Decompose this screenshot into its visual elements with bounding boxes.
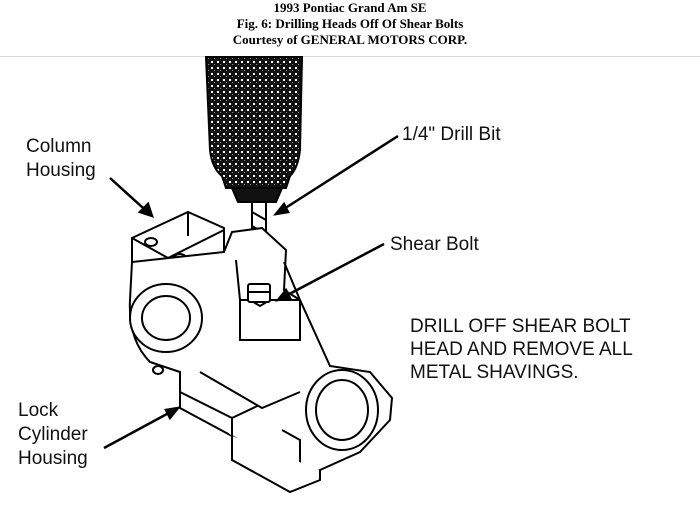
drill-chuck — [204, 56, 304, 203]
drill-bit-label: 1/4" Drill Bit — [402, 124, 501, 145]
leader-arrows — [103, 134, 399, 450]
lock-cylinder-label-line3: Housing — [18, 448, 88, 469]
instruction-line-1: DRILL OFF SHEAR BOLT — [410, 316, 631, 337]
figure-caption: Fig. 6: Drilling Heads Off Of Shear Bolt… — [236, 16, 464, 31]
figure-header: 1993 Pontiac Grand Am SE Fig. 6: Drillin… — [0, 0, 700, 48]
column-housing-label-line2: Housing — [26, 160, 96, 181]
instruction-line-3: METAL SHAVINGS. — [410, 362, 579, 383]
shear-bolt — [247, 283, 271, 303]
vehicle-title: 1993 Pontiac Grand Am SE — [273, 0, 427, 15]
lock-cylinder-label-line2: Cylinder — [18, 424, 88, 445]
instruction-line-2: HEAD AND REMOVE ALL — [410, 339, 633, 360]
shear-bolt-label: Shear Bolt — [390, 234, 479, 255]
header-divider — [0, 56, 700, 57]
column-housing-label-line1: Column — [26, 136, 91, 157]
lock-cylinder-housing — [128, 226, 394, 494]
courtesy-line: Courtesy of GENERAL MOTORS CORP. — [232, 32, 468, 47]
lock-cylinder-label-line1: Lock — [18, 400, 59, 421]
